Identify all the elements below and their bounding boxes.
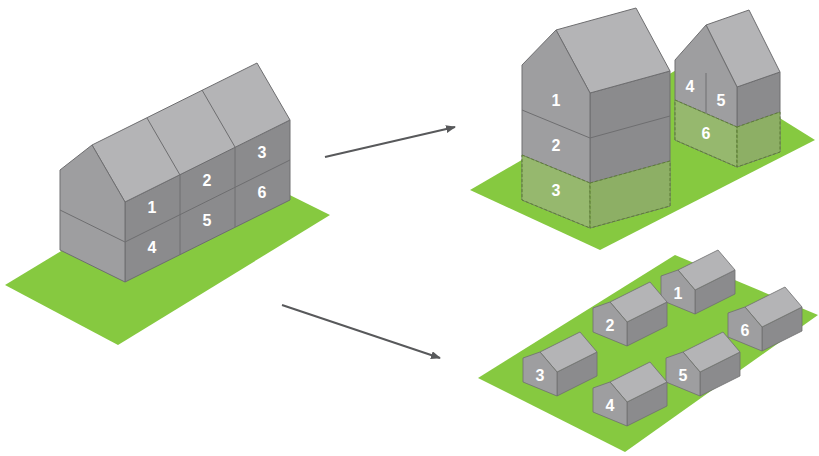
callout-number: 1	[674, 286, 683, 302]
callout-number: 3	[552, 183, 561, 199]
callout-number: 6	[702, 126, 711, 142]
callout-number: 1	[552, 93, 561, 109]
callout-number: 5	[203, 213, 212, 229]
callout-number: 6	[741, 323, 750, 339]
callout-number: 3	[258, 145, 267, 161]
callout-number: 2	[552, 138, 561, 154]
callout-number: 2	[203, 173, 212, 189]
callout-number: 4	[606, 398, 615, 414]
callout-number: 1	[148, 200, 157, 216]
callout-number: 5	[679, 368, 688, 384]
callout-number: 6	[258, 185, 267, 201]
callout-number: 5	[717, 93, 726, 109]
callout-number: 4	[686, 79, 695, 95]
callout-number: 3	[536, 368, 545, 384]
callout-number: 2	[606, 318, 615, 334]
callout-number: 4	[148, 240, 157, 256]
